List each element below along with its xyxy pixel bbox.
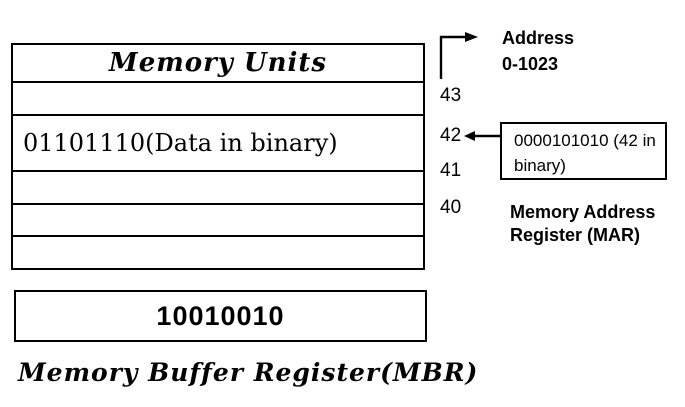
up-right-arrow-icon <box>439 32 478 79</box>
address-number-41: 41 <box>440 160 462 181</box>
mar-label: Memory Address Register (MAR) <box>510 201 655 247</box>
memory-row-address-42: 01101110(Data in binary) <box>13 113 423 171</box>
memory-row-address-43 <box>13 81 423 114</box>
mar-value-text: 0000101010 (42 in binary) <box>514 131 656 175</box>
address-number-42: 42 <box>440 125 462 146</box>
address-number-43: 43 <box>440 85 462 106</box>
memory-row-address-40 <box>13 202 423 236</box>
mbr-value-box: 10010010 <box>14 290 427 342</box>
address-number-40: 40 <box>440 197 462 218</box>
memory-row-address-41 <box>13 170 423 203</box>
memory-cell-value: 01101110(Data in binary) <box>23 128 338 157</box>
mar-label-line1: Memory Address <box>510 202 656 222</box>
left-arrow-icon <box>464 131 502 141</box>
mbr-value: 10010010 <box>156 300 285 331</box>
memory-units-header: Memory Units <box>108 48 328 78</box>
mar-value-box: 0000101010 (42 in binary) <box>500 122 667 180</box>
address-range-label: Address 0-1023 <box>502 25 574 77</box>
address-range-line2: 0-1023 <box>502 54 559 74</box>
mar-label-line2: Register (MAR) <box>510 225 641 245</box>
memory-units-table: Memory Units 01101110(Data in binary) <box>11 43 425 270</box>
mbr-label: Memory Buffer Register(MBR) <box>18 358 479 387</box>
memory-row <box>13 235 423 268</box>
address-range-line1: Address <box>502 28 575 48</box>
